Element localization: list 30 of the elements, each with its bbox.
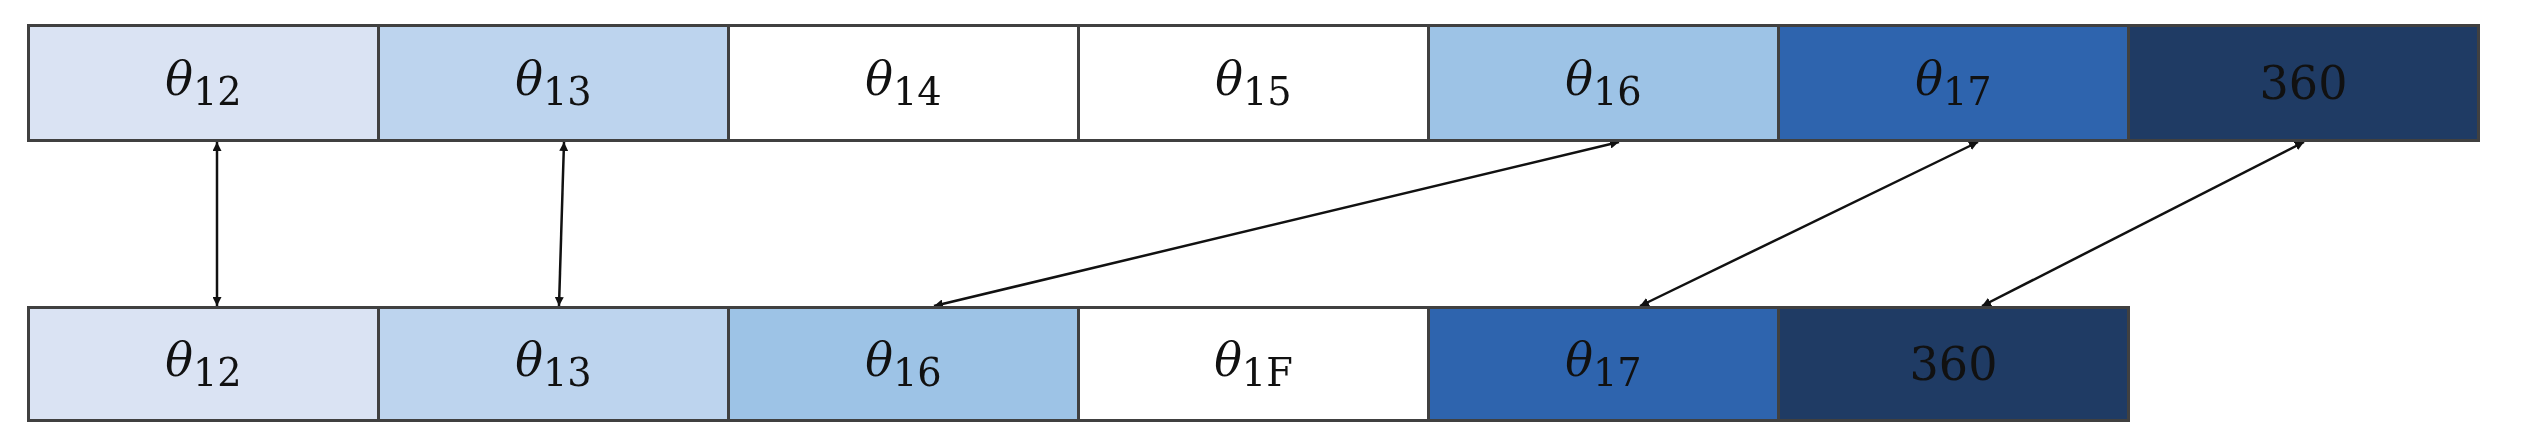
cell-label: θ$_{1F}$ [1214,332,1293,396]
cell-label: θ$_{17}$ [1915,51,1992,115]
table-cell [727,24,1080,142]
cell-label: 360 [2259,56,2348,110]
cell-label: θ$_{16}$ [1565,51,1642,115]
table-cell [377,306,730,422]
table-cell [1077,306,1430,422]
table-cell [1427,306,1780,422]
table-cell [1777,306,2130,422]
cell-label: 360 [1909,337,1998,391]
cell-label: θ$_{13}$ [515,51,592,115]
cell-label: θ$_{14}$ [865,51,942,115]
table-cell [727,306,1080,422]
table-cell [1077,24,1430,142]
double-arrow [1639,140,1979,308]
cell-label: θ$_{17}$ [1565,332,1642,396]
cell-label: θ$_{16}$ [865,332,942,396]
double-arrow [1981,140,2305,308]
cell-label: θ$_{13}$ [515,332,592,396]
table-cell [2127,24,2480,142]
double-arrow [212,142,222,306]
table-cell [27,24,380,142]
table-cell [377,24,730,142]
table-cell [27,306,380,422]
cell-label: θ$_{12}$ [165,51,242,115]
table-cell [1427,24,1780,142]
cell-label: θ$_{12}$ [165,332,242,396]
double-arrow [554,141,569,307]
cell-label: θ$_{15}$ [1215,51,1292,115]
table-cell [1777,24,2130,142]
